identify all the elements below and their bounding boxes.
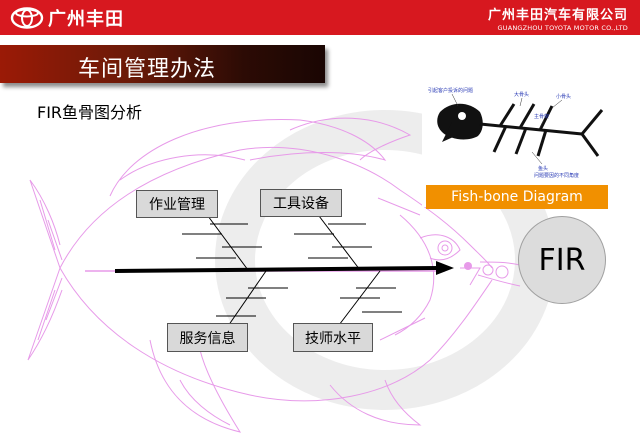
arrow-head-icon [436,261,454,275]
illustration-label-spine: 主骨架 [534,113,549,120]
bone-operation [204,211,249,271]
slide-title: 车间管理办法 [78,57,217,82]
toyota-logo-icon [10,7,44,29]
illustration-label-problem: 引起客户投诉的问题 [428,87,473,94]
effect-label: FIR [538,242,586,278]
effect-bubble: FIR [518,216,606,304]
brand-logo: 广州丰田 [10,6,124,30]
illustration-caption: Fish-bone Diagram [426,185,608,209]
slide-subtitle: FIR鱼骨图分析 [37,103,143,122]
fish-skeleton-icon: 引起客户投诉的问题 大骨头 小骨头 主骨架 鱼头 问题要因的不同角度 [428,87,604,179]
cause-box-tools: 工具设备 [260,189,342,217]
illustration-label-head: 鱼头 [538,165,548,172]
bone-service [225,270,267,330]
logo-text: 广州丰田 [48,9,124,30]
header-bar: 广州丰田 广州丰田汽车有限公司 GUANGZHOU TOYOTA MOTOR C… [0,0,640,35]
cause-box-operation: 作业管理 [136,190,218,218]
illustration-label-small-bone: 小骨头 [556,93,571,100]
bone-tools [315,211,361,271]
main-spine-arrow [114,266,439,273]
slide-title-bar: 车间管理办法 [0,45,325,83]
company-name-en: GUANGZHOU TOYOTA MOTOR CO.,LTD [497,24,628,32]
cause-box-skill: 技师水平 [293,323,373,352]
cause-box-service: 服务信息 [167,323,248,352]
company-name-cn: 广州丰田汽车有限公司 [487,8,628,23]
illustration-label-big-bone: 大骨头 [514,91,529,98]
company-name: 广州丰田汽车有限公司 GUANGZHOU TOYOTA MOTOR CO.,LT… [488,4,628,32]
illustration-label-angles: 问题要因的不同角度 [534,172,579,179]
bone-skill [335,270,381,330]
